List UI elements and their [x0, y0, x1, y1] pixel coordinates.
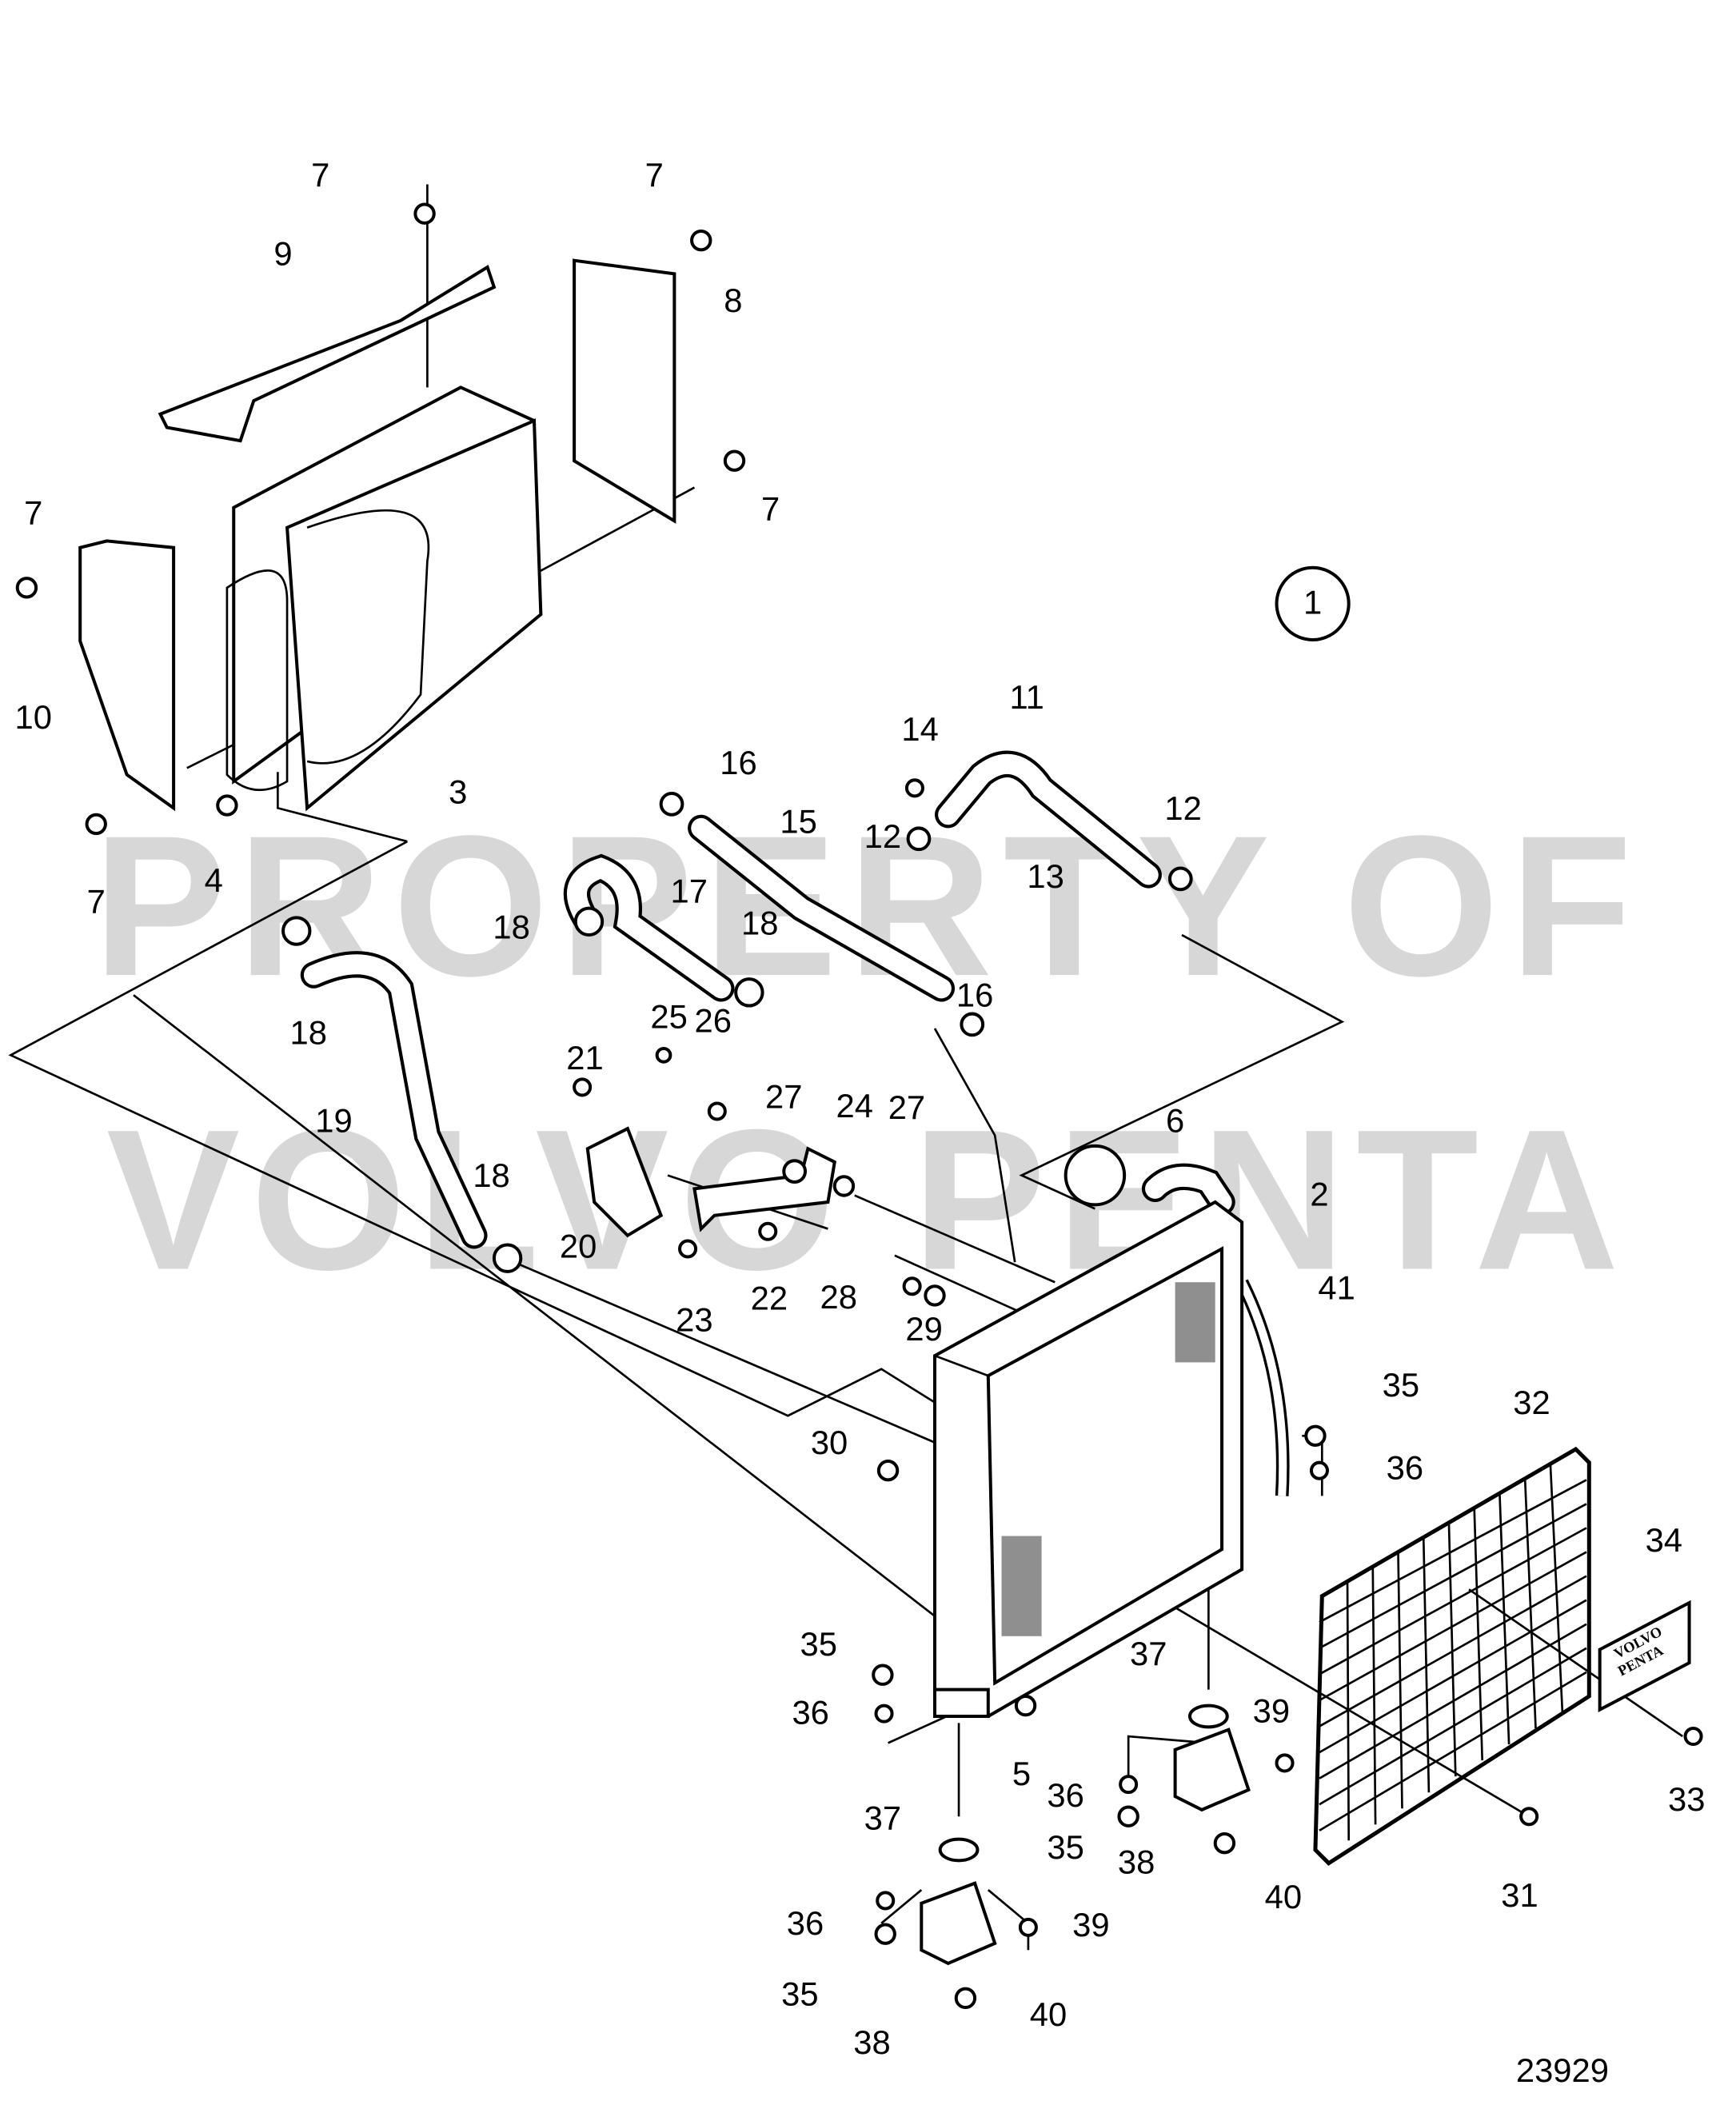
callout: 37	[864, 1799, 901, 1836]
callout: 27	[888, 1088, 925, 1126]
callout: 16	[720, 744, 756, 781]
callout: 6	[1166, 1102, 1184, 1140]
callout: 39	[1072, 1906, 1109, 1943]
callout: 25	[650, 997, 687, 1035]
callout: 36	[792, 1693, 828, 1731]
callout: 35	[781, 1975, 818, 2013]
watermark: PROPERTY OF VOLVO PENTA	[94, 794, 1643, 1312]
part-32-grille	[1313, 1446, 1591, 1866]
callout: 17	[670, 872, 707, 909]
callout: 30	[811, 1424, 848, 1461]
callout: 28	[820, 1278, 857, 1316]
callout: 36	[787, 1904, 824, 1942]
callout: 15	[780, 802, 816, 840]
part-3-shroud	[225, 385, 543, 812]
callout: 9	[273, 235, 292, 273]
callout: 38	[1118, 1843, 1155, 1880]
part-10-side-panel	[78, 539, 176, 812]
callout: 12	[1164, 789, 1201, 827]
callout: 27	[765, 1077, 802, 1115]
part-8-side-panel	[573, 258, 676, 524]
callout: 39	[1253, 1692, 1290, 1730]
callout: 40	[1265, 1878, 1302, 1915]
callout: 2	[1310, 1175, 1328, 1212]
part-9-top-cover	[158, 265, 497, 443]
callout-labels: 7 7 9 8 7 7 10 3 4 7 11 14 16 15 12 13 1…	[15, 156, 1706, 2061]
grille-bar	[1319, 1623, 1587, 1779]
callout: 33	[1668, 1780, 1705, 1818]
callout: 40	[1030, 1995, 1067, 2033]
grille-bar	[1447, 1522, 1457, 1777]
callout: 36	[1387, 1449, 1423, 1487]
callout: 23	[676, 1300, 712, 1338]
watermark-line-2: VOLVO PENTA	[106, 1088, 1630, 1312]
callout: 20	[560, 1228, 597, 1265]
callout: 7	[87, 883, 106, 921]
grille-bar	[1319, 1503, 1587, 1649]
callout: 19	[315, 1102, 352, 1140]
grille-bar	[1523, 1478, 1537, 1729]
callout: 12	[864, 817, 901, 855]
callout: 26	[695, 1001, 732, 1039]
watermark-line-1: PROPERTY OF	[94, 794, 1643, 1018]
grille-bar	[1473, 1508, 1484, 1761]
callout: 14	[901, 710, 938, 748]
callout: 5	[1012, 1755, 1031, 1792]
callout: 31	[1501, 1876, 1538, 1914]
callout: 8	[724, 282, 742, 319]
callout: 16	[956, 977, 993, 1014]
callout: 35	[1383, 1366, 1419, 1404]
grille-bar	[1319, 1527, 1587, 1676]
callout: 7	[645, 156, 664, 194]
hoses	[300, 750, 1290, 1496]
grille-bar	[1319, 1479, 1587, 1624]
grille-bar	[1319, 1551, 1587, 1702]
callout: 22	[751, 1280, 788, 1317]
grille-bar	[1319, 1575, 1587, 1728]
grille-bar	[1422, 1537, 1431, 1793]
brackets	[585, 1126, 1127, 1238]
leader-lines	[8, 184, 1683, 1951]
callout: 4	[205, 861, 223, 899]
callout: 34	[1646, 1521, 1682, 1559]
callout: 24	[836, 1087, 873, 1124]
part-34-name-plate: VOLVO PENTA	[1598, 1600, 1691, 1712]
callout: 37	[1130, 1635, 1167, 1672]
grille-bar	[1549, 1464, 1564, 1713]
callout: 10	[15, 698, 52, 736]
mounts	[920, 1704, 1251, 1966]
grille-bar	[1499, 1493, 1511, 1745]
fasteners	[15, 202, 1703, 2010]
callout: 36	[1047, 1776, 1084, 1814]
callout: 18	[290, 1013, 327, 1051]
grille-bar	[1319, 1599, 1587, 1754]
callout: 7	[311, 156, 329, 194]
callout: 35	[800, 1625, 836, 1663]
callout: 21	[566, 1039, 603, 1076]
part-2-radiator	[932, 1200, 1244, 1719]
callout: 41	[1318, 1268, 1355, 1306]
callout: 7	[761, 490, 780, 528]
drawing-number: 23929	[1516, 2051, 1609, 2089]
group-marker-label: 1	[1303, 584, 1322, 621]
callout: 18	[493, 908, 529, 945]
grille-bar	[1319, 1647, 1587, 1806]
callout: 38	[853, 2023, 890, 2061]
callout: 13	[1027, 857, 1064, 895]
callout: 18	[473, 1156, 509, 1194]
callout: 11	[1010, 678, 1044, 716]
callout: 18	[741, 904, 778, 941]
group-marker: 1	[1275, 565, 1351, 641]
callout: 35	[1047, 1828, 1084, 1866]
callout: 3	[449, 773, 467, 811]
callout: 7	[24, 494, 42, 532]
callout: 32	[1513, 1384, 1550, 1421]
callout: 29	[905, 1310, 942, 1348]
grille-bar	[1319, 1671, 1587, 1831]
